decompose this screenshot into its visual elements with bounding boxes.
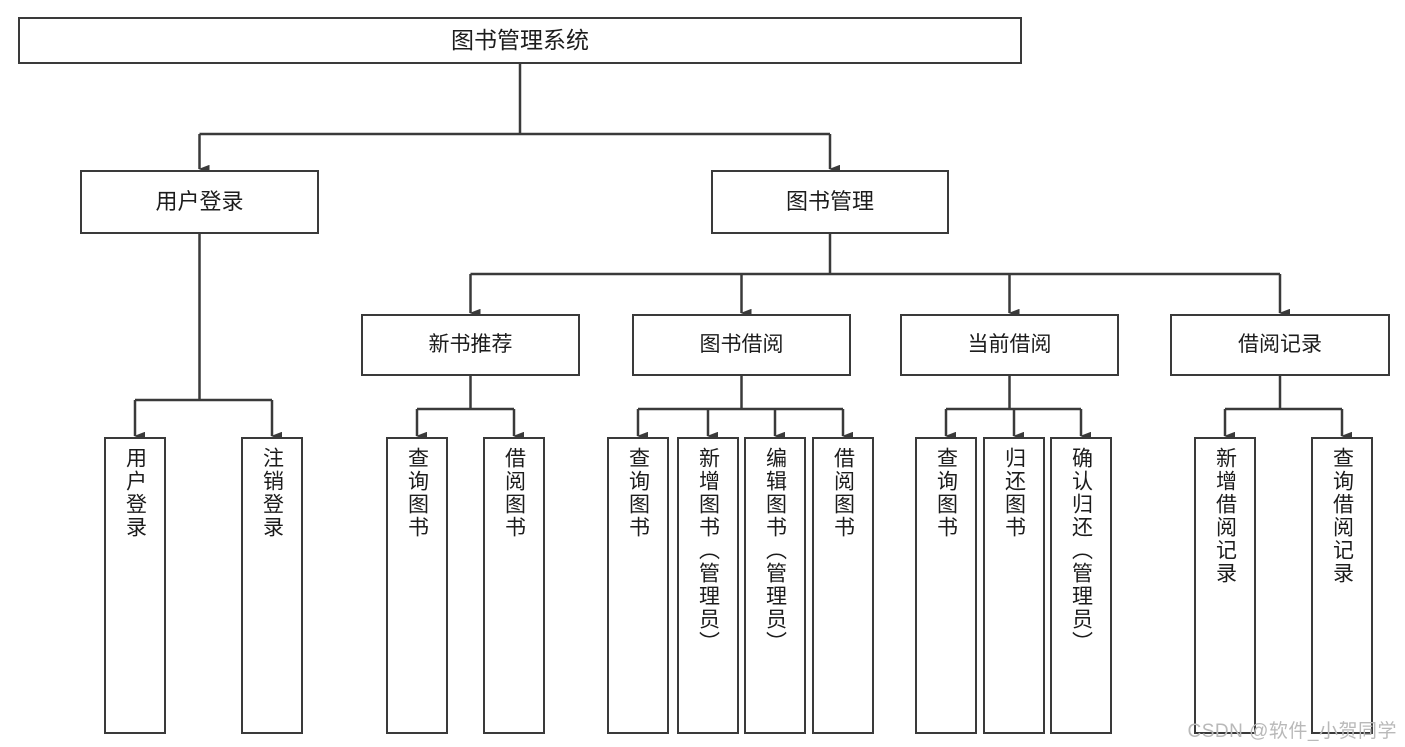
node-borrow-record-label: 借阅记录 bbox=[1238, 332, 1322, 356]
node-borrow-record[interactable]: 借阅记录 bbox=[1170, 314, 1390, 376]
node-root-label: 图书管理系统 bbox=[451, 26, 589, 53]
node-new-book-recommend[interactable]: 新书推荐 bbox=[361, 314, 580, 376]
node-leaf-edit-book[interactable]: 编辑图书（管理员） bbox=[744, 437, 806, 734]
node-book-manage[interactable]: 图书管理 bbox=[711, 170, 949, 234]
node-leaf-edit-book-label: 编辑图书（管理员） bbox=[763, 447, 787, 654]
node-leaf-add-record-label: 新增借阅记录 bbox=[1213, 447, 1237, 585]
node-user-login[interactable]: 用户登录 bbox=[80, 170, 319, 234]
node-leaf-return-book[interactable]: 归还图书 bbox=[983, 437, 1045, 734]
node-root[interactable]: 图书管理系统 bbox=[18, 17, 1022, 64]
node-leaf-logout[interactable]: 注销登录 bbox=[241, 437, 303, 734]
node-leaf-logout-label: 注销登录 bbox=[260, 447, 284, 539]
node-leaf-query-record[interactable]: 查询借阅记录 bbox=[1311, 437, 1373, 734]
node-book-borrow-label: 图书借阅 bbox=[699, 332, 784, 356]
node-leaf-user-login[interactable]: 用户登录 bbox=[104, 437, 166, 734]
node-leaf-query-book-3[interactable]: 查询图书 bbox=[915, 437, 977, 734]
node-leaf-add-record[interactable]: 新增借阅记录 bbox=[1194, 437, 1256, 734]
node-leaf-query-book-1[interactable]: 查询图书 bbox=[386, 437, 448, 734]
csdn-watermark: CSDN @软件_小贺同学 bbox=[1187, 721, 1397, 742]
node-leaf-user-login-label: 用户登录 bbox=[123, 447, 147, 539]
node-leaf-confirm-return[interactable]: 确认归还（管理员） bbox=[1050, 437, 1112, 734]
node-leaf-add-book[interactable]: 新增图书（管理员） bbox=[677, 437, 739, 734]
node-book-manage-label: 图书管理 bbox=[785, 189, 874, 215]
node-leaf-add-book-label: 新增图书（管理员） bbox=[696, 447, 720, 654]
node-leaf-query-book-2-label: 查询图书 bbox=[626, 447, 650, 539]
node-current-borrow-label: 当前借阅 bbox=[967, 332, 1052, 356]
node-new-book-recommend-label: 新书推荐 bbox=[428, 332, 513, 356]
node-leaf-borrow-book-1-label: 借阅图书 bbox=[502, 447, 526, 539]
node-user-login-label: 用户登录 bbox=[155, 189, 244, 215]
node-book-borrow[interactable]: 图书借阅 bbox=[632, 314, 851, 376]
node-leaf-query-book-1-label: 查询图书 bbox=[405, 447, 429, 539]
node-leaf-return-book-label: 归还图书 bbox=[1002, 447, 1026, 539]
node-leaf-query-book-3-label: 查询图书 bbox=[934, 447, 958, 539]
node-current-borrow[interactable]: 当前借阅 bbox=[900, 314, 1119, 376]
node-leaf-query-book-2[interactable]: 查询图书 bbox=[607, 437, 669, 734]
node-leaf-query-record-label: 查询借阅记录 bbox=[1330, 447, 1354, 585]
node-leaf-borrow-book-1[interactable]: 借阅图书 bbox=[483, 437, 545, 734]
node-leaf-confirm-return-label: 确认归还（管理员） bbox=[1069, 447, 1093, 654]
node-leaf-borrow-book-2-label: 借阅图书 bbox=[831, 447, 855, 539]
node-leaf-borrow-book-2[interactable]: 借阅图书 bbox=[812, 437, 874, 734]
